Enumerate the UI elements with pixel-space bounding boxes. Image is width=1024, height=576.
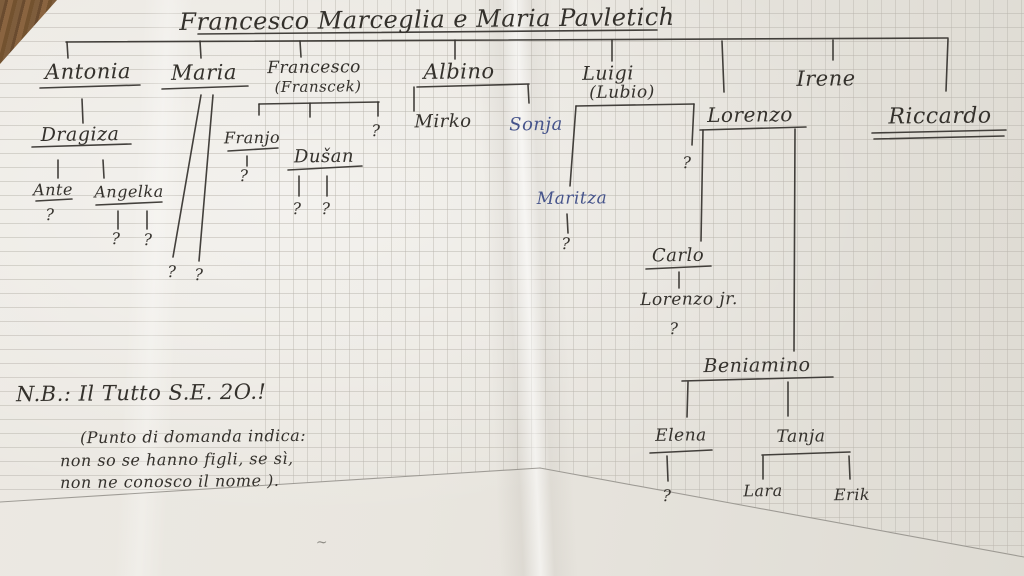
link-maria-child-2 <box>198 94 214 262</box>
underline-dragiza <box>31 143 132 148</box>
name-carlo: Carlo <box>651 244 705 267</box>
link-elena-child <box>666 455 669 482</box>
underline-carlo <box>645 265 712 270</box>
mark-squiggle: ~ <box>315 534 329 551</box>
underline-angelka <box>95 201 163 206</box>
qmark-dusan-1: ? <box>292 199 302 219</box>
underline-dusan <box>287 165 363 171</box>
name-francesco-alias: (Franscek) <box>274 77 362 97</box>
name-sonja: Sonja <box>509 113 563 136</box>
name-beniamino: Beniamino <box>703 353 811 378</box>
drop-antonia <box>66 41 69 59</box>
name-lorenzo: Lorenzo <box>707 102 793 127</box>
note-legend-line-3: non ne conosco il nome ). <box>59 470 280 493</box>
qmark-maria-1: ? <box>167 262 177 282</box>
name-maria: Maria <box>170 60 238 85</box>
name-mirko: Mirko <box>414 110 472 133</box>
bracket-luigi <box>575 103 695 107</box>
bracket-francesco <box>258 101 380 105</box>
name-lorenzo-jr: Lorenzo jr. <box>640 289 738 311</box>
underline-tanja <box>761 451 851 456</box>
drop-lorenzo <box>721 40 725 93</box>
name-dragiza: Dragiza <box>40 123 120 146</box>
bracket-luigi-drop-2 <box>691 103 695 146</box>
name-maritza: Maritza <box>536 188 608 209</box>
underline-albino <box>416 83 530 88</box>
name-angelka: Angelka <box>94 181 164 202</box>
bracket-beniamino-drop-1 <box>686 381 689 418</box>
name-riccardo: Riccardo <box>888 103 992 130</box>
bracket-lorenzo-drop-1 <box>700 129 704 242</box>
note-nb: N.B.: Il Tutto S.E. 2O.! <box>15 379 267 407</box>
underline-riccardo-1 <box>871 129 1007 134</box>
underline-elena <box>649 449 713 454</box>
qmark-angelka-2: ? <box>143 230 153 250</box>
underline-maria <box>161 85 249 90</box>
qmark-lorenzo-jr: ? <box>669 319 679 339</box>
name-irene: Irene <box>796 66 856 91</box>
drop-maria <box>199 40 202 59</box>
name-luigi-alias: (Lubio) <box>589 82 655 103</box>
name-franjo: Franjo <box>223 127 281 148</box>
bracket-luigi-drop-1 <box>569 105 577 187</box>
title: Francesco Marceglia e Maria Pavletich <box>179 2 675 37</box>
drop-riccardo <box>945 38 949 92</box>
name-tanja: Tanja <box>776 426 826 447</box>
qmark-maritza: ? <box>561 234 571 254</box>
underline-antonia <box>39 84 141 89</box>
note-legend-line-2: non so se hanno figli, se sì, <box>59 448 294 471</box>
link-dragiza-child-2 <box>102 159 105 179</box>
name-luigi: Luigi <box>582 62 634 85</box>
link-antonia-dragiza <box>81 98 84 124</box>
paper-fold-edge-right <box>539 467 1024 558</box>
name-elena: Elena <box>655 425 707 446</box>
qmark-luigi: ? <box>682 153 692 173</box>
underline-beniamino <box>681 376 834 382</box>
underline-lorenzo <box>699 126 807 131</box>
underline-ante <box>35 198 73 202</box>
paper-fold-edge-left <box>0 467 541 503</box>
name-antonia: Antonia <box>44 59 132 84</box>
qmark-angelka-1: ? <box>111 229 121 249</box>
drop-francesco <box>299 40 302 58</box>
name-dusan: Dušan <box>293 145 355 168</box>
underline-franjo <box>227 147 279 152</box>
qmark-ante: ? <box>45 205 55 225</box>
qmark-maria-2: ? <box>194 265 204 285</box>
name-ante: Ante <box>33 179 73 200</box>
underline-riccardo-2 <box>873 135 1005 140</box>
title-underline <box>197 29 658 35</box>
generation-bar <box>65 37 949 43</box>
link-maritza-child <box>566 213 569 234</box>
name-francesco: Francesco <box>267 57 361 79</box>
name-lara: Lara <box>743 480 783 501</box>
name-erik: Erik <box>833 484 871 505</box>
bracket-lorenzo-drop-2 <box>793 128 796 352</box>
bracket-tanja-drop-2 <box>848 455 851 480</box>
qmark-francesco-3: ? <box>371 121 381 141</box>
note-legend-line-1: (Punto di domanda indica: <box>79 425 307 448</box>
bracket-albino-drop-2 <box>527 84 530 104</box>
qmark-elena: ? <box>662 486 672 506</box>
qmark-franjo: ? <box>239 166 249 186</box>
qmark-dusan-2: ? <box>321 199 331 219</box>
name-albino: Albino <box>423 59 495 84</box>
link-maria-child-1 <box>172 94 202 258</box>
